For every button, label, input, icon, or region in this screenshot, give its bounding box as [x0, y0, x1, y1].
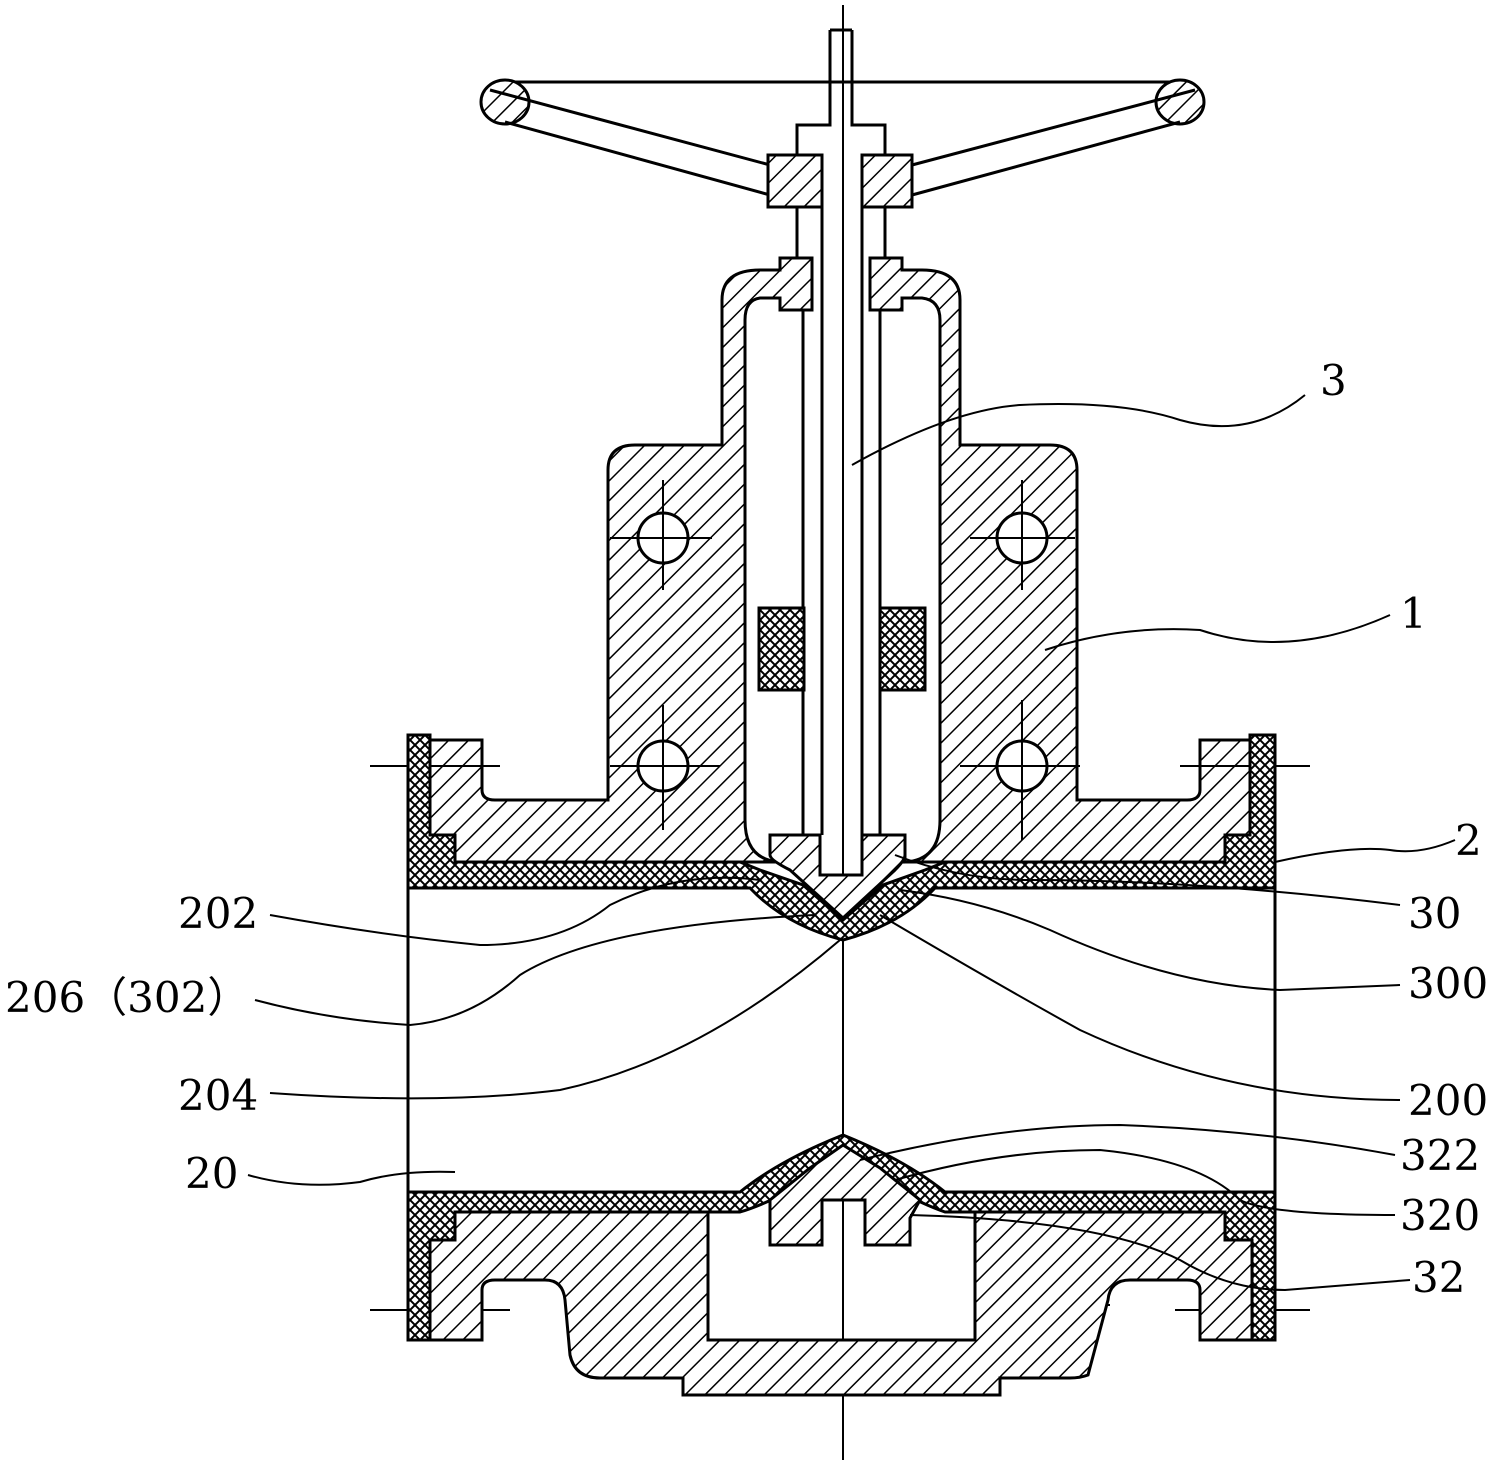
leader-322: [860, 1125, 1395, 1160]
label-1: 1: [1400, 589, 1427, 638]
label-32: 32: [1412, 1253, 1465, 1302]
label-322: 322: [1400, 1131, 1480, 1180]
label-202: 202: [178, 889, 258, 938]
lower-body: [408, 1135, 1275, 1395]
leader-1: [1045, 615, 1390, 650]
label-300: 300: [1408, 959, 1488, 1008]
label-3: 3: [1320, 356, 1347, 405]
leader-3: [852, 395, 1305, 465]
label-204: 204: [178, 1071, 258, 1120]
leader-206: [255, 915, 815, 1025]
bonnet: [430, 258, 1250, 862]
leader-300: [900, 890, 1400, 990]
leader-20: [248, 1172, 455, 1185]
leader-200: [880, 915, 1400, 1100]
label-320: 320: [1400, 1191, 1480, 1240]
label-30: 30: [1408, 889, 1461, 938]
label-20: 20: [185, 1149, 238, 1198]
label-2: 2: [1455, 816, 1482, 865]
label-200: 200: [1408, 1076, 1488, 1125]
leader-2: [1275, 840, 1455, 862]
label-206: 206（302）: [5, 973, 249, 1022]
stem: [797, 30, 885, 835]
